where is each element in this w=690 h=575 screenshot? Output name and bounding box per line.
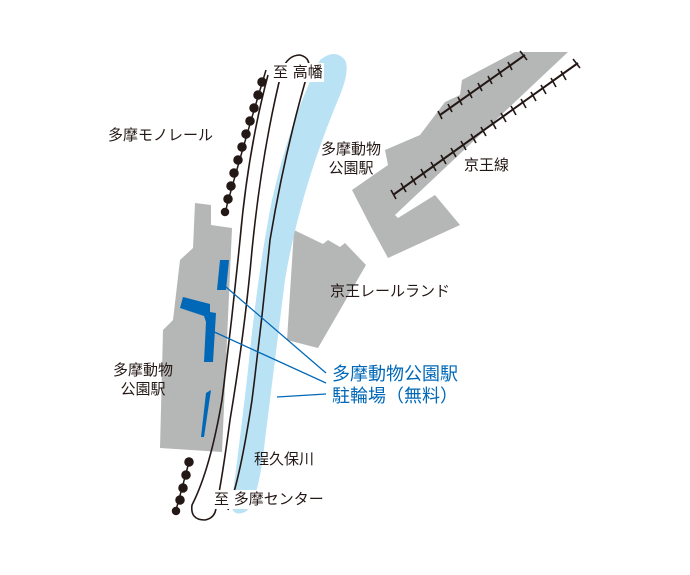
monorail-label: 多摩モノレール [108, 126, 214, 144]
keio-station-label-line2: 公園駅 [328, 159, 374, 177]
keio-station-label: 多摩動物 公園駅 [318, 140, 384, 178]
monorail-station-label-line1: 多摩動物 [112, 361, 173, 379]
keio-rail-land-label: 京王レールランド [330, 282, 451, 300]
to-takahata-label: 至 高幡 [272, 63, 324, 82]
keio-station-building [352, 52, 568, 258]
bicycle-parking-label-line1: 多摩動物公園駅 [332, 364, 458, 385]
monorail-track [190, 54, 310, 521]
keio-station-label-line1: 多摩動物 [320, 140, 381, 158]
keio-rail-land-building [287, 230, 366, 348]
bicycle-parking-label: 多摩動物公園駅 駐輪場（無料） [332, 364, 458, 408]
monorail-station-label-line2: 公園駅 [120, 380, 166, 398]
parking-area-upper [217, 260, 229, 290]
monorail-station-building [160, 203, 232, 452]
bicycle-parking-areas [180, 260, 229, 437]
monorail-beads [171, 69, 267, 516]
to-tama-center-label: 至 多摩センター [213, 490, 325, 509]
keio-line-label: 京王線 [464, 156, 510, 174]
river-label: 程久保川 [254, 450, 315, 468]
monorail-station-label: 多摩動物 公園駅 [110, 361, 176, 399]
parking-area-lower [201, 390, 211, 437]
parking-callout-lines [209, 286, 327, 398]
bicycle-parking-label-line2: 駐輪場（無料） [332, 386, 458, 407]
keio-line-tracks [390, 50, 581, 200]
parking-area-middle [180, 297, 216, 362]
hodokubo-river [231, 54, 347, 514]
